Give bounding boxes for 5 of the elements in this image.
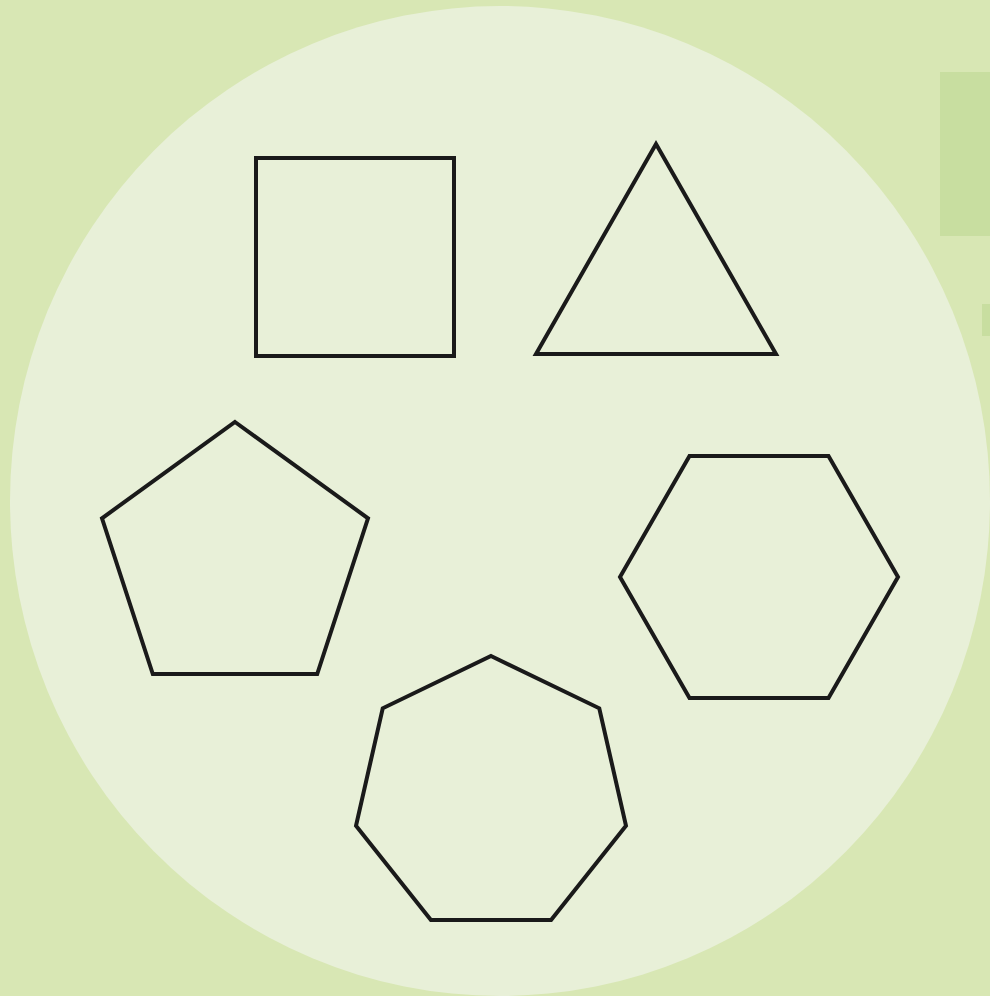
- triangle-outline: [536, 144, 776, 354]
- hexagon-outline: [620, 456, 898, 698]
- square-outline: [256, 158, 454, 356]
- heptagon-outline: [356, 656, 626, 920]
- pentagon-outline: [102, 422, 368, 674]
